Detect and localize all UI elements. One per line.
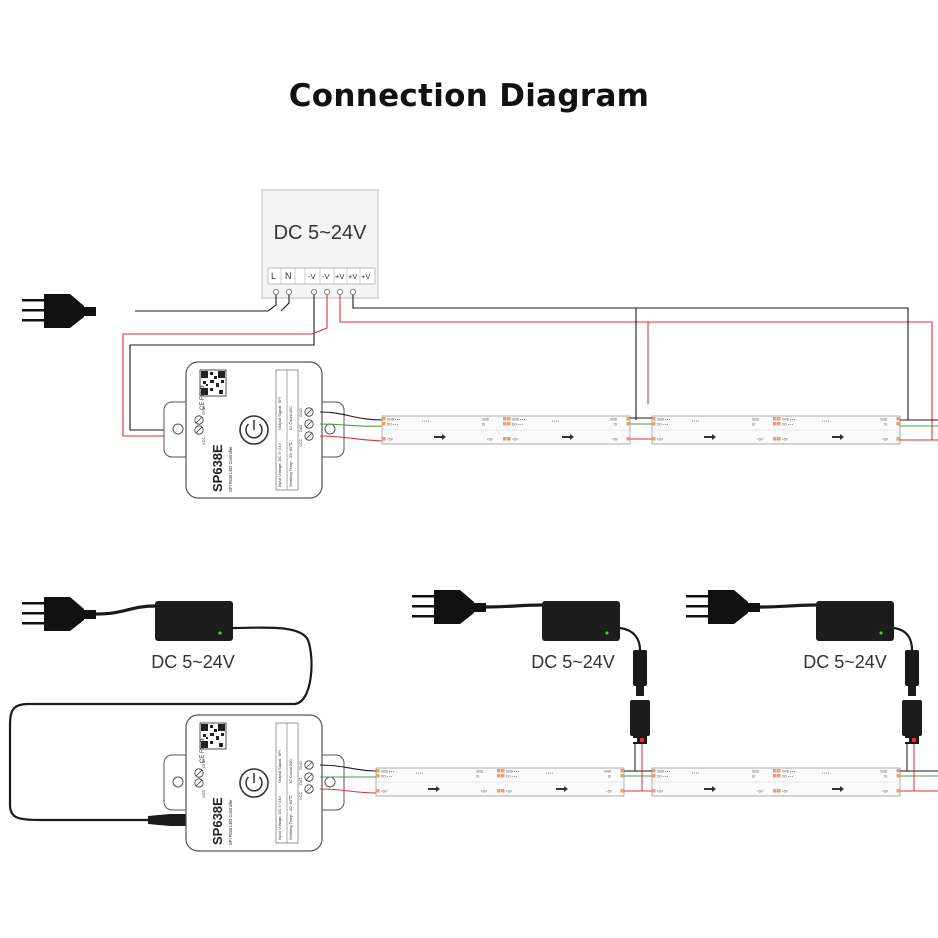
ac-plug-icon [412, 590, 486, 624]
left-terminal-vcc: VCC [201, 789, 206, 798]
led-controller-bottom [163, 714, 345, 852]
controller-subtitle: SPI RGB LED Controller [228, 446, 233, 492]
left-terminal-vcc: VCC [201, 436, 206, 445]
signal-wires-bottom [319, 764, 377, 794]
terminal-label: +V [348, 272, 357, 281]
led-strip-segment [375, 767, 625, 797]
dc-jack-icon [148, 814, 188, 826]
power-supply: DC 5~24V L N -V -V +V +V +V [261, 189, 379, 299]
right-terminal-vcc: VCC [298, 438, 303, 447]
right-terminal-gnd: GND [298, 761, 303, 770]
led-strip-segment [651, 415, 901, 445]
spec-input: Input Voltage: DC 5~24V [277, 443, 282, 487]
right-terminal-gnd: GND [298, 408, 303, 417]
right-terminal-dat: DAT [298, 777, 303, 785]
terminal-label: N [285, 271, 292, 281]
strip-link-wires-bottom [624, 770, 938, 792]
ac-wires [135, 295, 290, 312]
spec-output: Output Signal: SPI [277, 750, 282, 783]
dc-connector-icon [902, 650, 922, 744]
right-terminal-vcc: VCC [298, 791, 303, 800]
adapter-1-cable [8, 626, 313, 822]
terminal-label: -V [308, 272, 316, 281]
ac-plug-icon [22, 597, 96, 631]
terminal-label: +V [361, 272, 370, 281]
controller-model: SP638E [210, 797, 225, 845]
spec-output: Output Signal: SPI [277, 397, 282, 430]
led-controller-top [163, 361, 345, 499]
led-strip-segment [651, 767, 901, 797]
controller-bottom-text: SP638E SPI RGB LED Controller Input Volt… [201, 750, 303, 845]
power-adapter-3 [816, 601, 894, 641]
injection-wires-2 [634, 744, 643, 791]
power-supply-terminal-row: L N -V -V +V +V +V [267, 267, 376, 285]
spec-ic-count: IC Count:500 [288, 759, 293, 783]
controller-subtitle: SPI RGB LED Controller [228, 799, 233, 845]
spec-temp: Working Temp: -10~60℃ [288, 795, 293, 840]
terminal-label: L [271, 271, 276, 281]
power-supply-voltage-label: DC 5~24V [274, 222, 367, 244]
terminal-label: -V [322, 272, 330, 281]
spec-temp: Working Temp: -10~60℃ [288, 442, 293, 487]
left-terminal-gnd: GND [201, 406, 206, 415]
ac-plug-icon [686, 590, 760, 624]
controller-model: SP638E [210, 444, 225, 492]
dc-connector-icon [630, 650, 650, 744]
dc-wires-top [122, 295, 933, 440]
page-title: Connection Diagram [288, 78, 650, 114]
ac-plug-icon [22, 294, 96, 328]
left-terminal-gnd: GND [201, 759, 206, 768]
adapter-1-voltage-label: DC 5~24V [151, 652, 235, 672]
adapter-2-voltage-label: DC 5~24V [531, 652, 615, 672]
spec-ic-count: IC Count:450 [288, 406, 293, 430]
signal-wires-top [319, 411, 383, 442]
power-adapter-2 [542, 601, 620, 641]
controller-top-text: SP638E SPI RGB LED Controller Input Volt… [201, 397, 303, 492]
right-terminal-dat: DAT [298, 424, 303, 432]
strip-link-wires-top [630, 417, 938, 441]
injection-wires-3 [906, 744, 915, 791]
led-strip-segment [381, 415, 631, 445]
terminal-label: +V [335, 272, 344, 281]
spec-input: Input Voltage: DC 5~24V [277, 796, 282, 840]
adapter-3-voltage-label: DC 5~24V [803, 652, 887, 672]
power-adapter-1 [155, 601, 233, 641]
